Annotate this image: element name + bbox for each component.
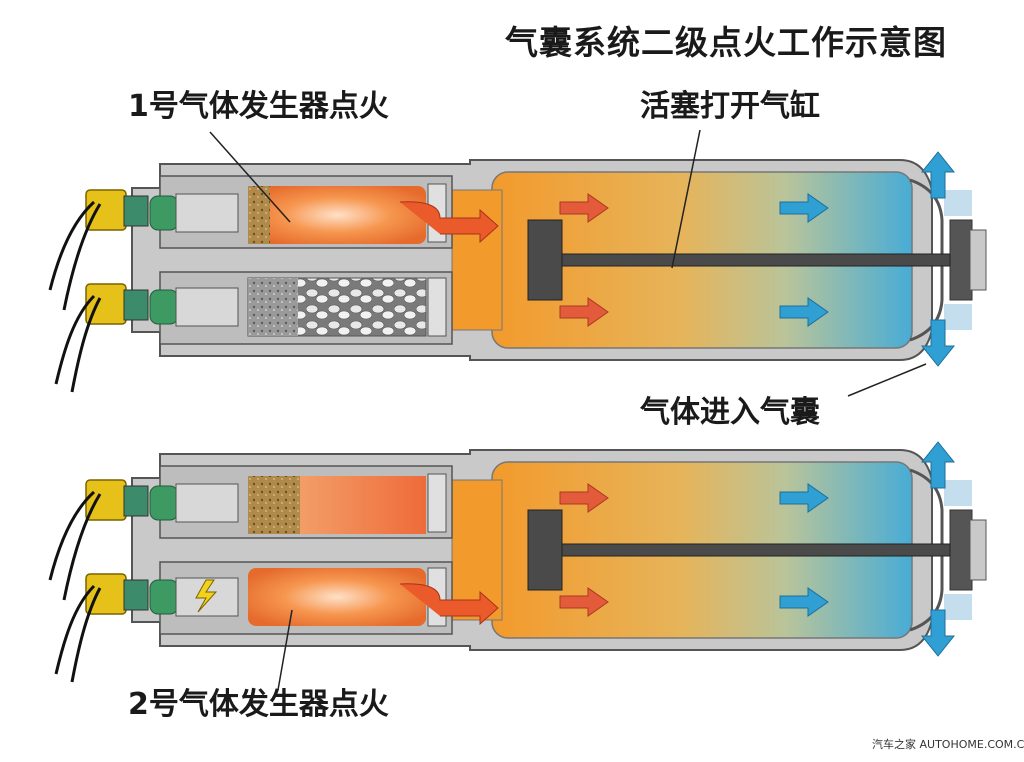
- flame-chamber-2: [248, 568, 426, 626]
- flame-chamber-1: [248, 186, 426, 244]
- lightning-icon: [195, 579, 218, 613]
- leader-line-stage1: [209, 131, 291, 223]
- leader-line-stage2: [277, 609, 293, 691]
- stage1-ignition-label: 1号气体发生器点火: [128, 89, 389, 124]
- stage2-ignition-label: 2号气体发生器点火: [128, 687, 389, 722]
- watermark: 汽车之家 AUTOHOME.COM.CN: [872, 738, 1024, 751]
- gravel-chamber-2: [248, 278, 298, 336]
- gas-enters-airbag-label: 气体进入气囊: [640, 395, 820, 430]
- piston-label: 活塞打开气缸: [640, 89, 820, 124]
- gas-flow-arrow: [399, 201, 499, 244]
- grain-chamber-1: [248, 186, 270, 244]
- grain-chamber-1: [248, 476, 300, 534]
- leader-line-piston: [671, 129, 701, 269]
- leader-line-airbag: [847, 363, 927, 397]
- diagram-title: 气囊系统二级点火工作示意图: [505, 23, 947, 62]
- inflator-unit-top: [48, 151, 988, 394]
- gas-flow-arrow: [399, 583, 499, 626]
- inflator-unit-bottom: [48, 441, 988, 684]
